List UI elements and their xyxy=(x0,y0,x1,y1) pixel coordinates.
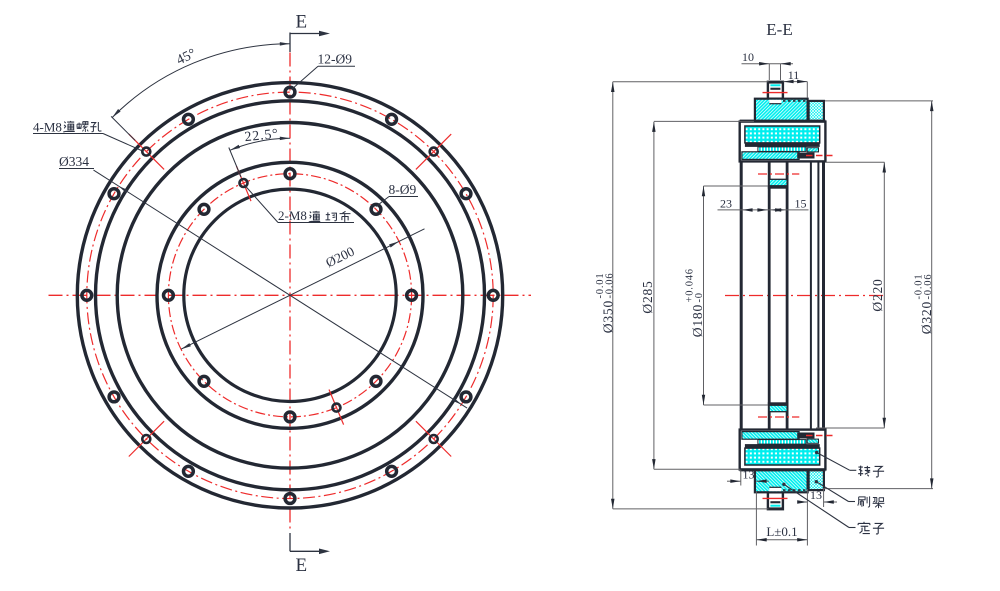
svg-text:2-M8: 2-M8 xyxy=(278,208,307,223)
svg-text:12-Ø9: 12-Ø9 xyxy=(318,52,353,67)
svg-text:-0.01: -0.01 xyxy=(914,274,925,300)
svg-text:Ø285: Ø285 xyxy=(640,280,655,313)
svg-text:4-M8: 4-M8 xyxy=(33,120,62,135)
svg-text:-0.01: -0.01 xyxy=(595,273,606,299)
svg-text:45°: 45° xyxy=(174,46,198,68)
svg-text:13: 13 xyxy=(743,468,755,482)
svg-text:Ø200: Ø200 xyxy=(323,243,357,270)
svg-text:Ø180: Ø180 xyxy=(690,304,705,337)
svg-text:8-Ø9: 8-Ø9 xyxy=(389,182,417,197)
svg-text:-0: -0 xyxy=(694,292,705,302)
svg-text:15: 15 xyxy=(795,197,807,211)
svg-text:E: E xyxy=(296,555,308,576)
svg-text:+0.046: +0.046 xyxy=(685,268,696,302)
svg-text:E-E: E-E xyxy=(766,20,792,39)
svg-text:11: 11 xyxy=(788,68,800,82)
svg-text:Ø350: Ø350 xyxy=(601,300,616,333)
svg-text:23: 23 xyxy=(720,197,732,211)
svg-text:Ø334: Ø334 xyxy=(59,154,89,169)
svg-text:-0.06: -0.06 xyxy=(923,274,934,300)
svg-text:Ø320: Ø320 xyxy=(919,301,934,334)
svg-text:13: 13 xyxy=(810,488,822,502)
svg-text:22.5°: 22.5° xyxy=(244,127,279,145)
svg-text:-0.06: -0.06 xyxy=(605,273,616,299)
svg-text:E: E xyxy=(296,12,308,33)
svg-text:10: 10 xyxy=(742,50,754,64)
svg-text:Ø220: Ø220 xyxy=(870,278,885,311)
svg-text:L±0.1: L±0.1 xyxy=(766,524,797,539)
